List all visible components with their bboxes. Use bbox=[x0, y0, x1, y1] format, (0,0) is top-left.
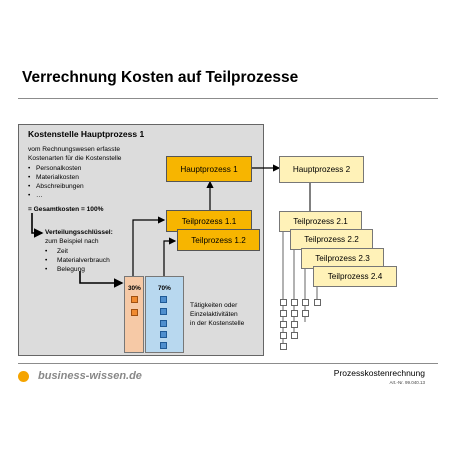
arrow-key-to-column bbox=[79, 271, 124, 288]
arrow-col30-to-tp11 bbox=[132, 216, 166, 276]
key-bullet: • bbox=[45, 248, 48, 255]
cost-type-item: … bbox=[36, 192, 43, 199]
key-bullet: • bbox=[45, 266, 48, 273]
cost-type-item: Materialkosten bbox=[36, 174, 79, 181]
arrow-total-to-key bbox=[31, 213, 44, 238]
panel-title: Kostenstelle Hauptprozess 1 bbox=[28, 129, 145, 139]
process-box-teilprozess-1-2: Teilprozess 1.2 bbox=[177, 229, 260, 251]
activity-square-grey bbox=[280, 321, 287, 328]
activity-square-blue bbox=[160, 320, 167, 327]
process-box-hauptprozess-2: Hauptprozess 2 bbox=[279, 156, 364, 183]
process-box-teilprozess-2-4: Teilprozess 2.4 bbox=[313, 266, 397, 287]
brand-logo-text[interactable]: business-wissen.de bbox=[38, 370, 142, 382]
key-item: Materialverbrauch bbox=[57, 257, 110, 264]
cost-type-bullet: • bbox=[28, 174, 31, 181]
activity-square-blue bbox=[160, 308, 167, 315]
allocation-key-title: Verteilungsschlüssel: bbox=[45, 229, 113, 236]
activities-line-2: Einzelaktivitäten bbox=[190, 311, 238, 318]
activity-square-blue bbox=[160, 296, 167, 303]
share-label-70: 70% bbox=[158, 285, 171, 292]
cost-type-item: Personalkosten bbox=[36, 165, 82, 172]
activity-square-grey bbox=[291, 299, 298, 306]
activity-square-blue bbox=[160, 331, 167, 338]
activity-square-grey bbox=[291, 321, 298, 328]
share-label-30: 30% bbox=[128, 285, 141, 292]
panel-intro-line-1: vom Rechnungswesen erfasste bbox=[28, 146, 120, 153]
activity-square-grey bbox=[291, 310, 298, 317]
process-box-hauptprozess-1: Hauptprozess 1 bbox=[166, 156, 252, 182]
activity-square-orange bbox=[131, 296, 138, 303]
activities-line-1: Tätigkeiten oder bbox=[190, 302, 238, 309]
page-title: Verrechnung Kosten auf Teilprozesse bbox=[22, 69, 299, 86]
process-box-teilprozess-2-2: Teilprozess 2.2 bbox=[290, 229, 373, 250]
cost-type-item: Abschreibungen bbox=[36, 183, 84, 190]
title-divider bbox=[18, 98, 438, 99]
key-bullet: • bbox=[45, 257, 48, 264]
allocation-key-intro: zum Beispiel nach bbox=[45, 238, 99, 245]
footer-divider bbox=[18, 363, 438, 364]
activity-square-grey bbox=[280, 332, 287, 339]
activity-square-grey bbox=[314, 299, 321, 306]
cost-type-bullet: • bbox=[28, 183, 31, 190]
activity-square-blue bbox=[160, 342, 167, 349]
article-number: Art.-Nr. 99.040.13 bbox=[389, 380, 425, 385]
brand-dot-icon bbox=[18, 371, 29, 382]
activity-square-grey bbox=[302, 310, 309, 317]
cost-type-bullet: • bbox=[28, 165, 31, 172]
key-item: Belegung bbox=[57, 266, 85, 273]
activities-line-3: in der Kostenstelle bbox=[190, 320, 245, 327]
activity-square-grey bbox=[302, 299, 309, 306]
arrow-col70-to-tp12 bbox=[163, 237, 177, 276]
activity-square-grey bbox=[291, 332, 298, 339]
key-item: Zeit bbox=[57, 248, 68, 255]
activity-square-grey bbox=[280, 299, 287, 306]
activity-square-grey bbox=[280, 343, 287, 350]
cost-type-bullet: • bbox=[28, 192, 31, 199]
panel-intro-line-2: Kostenarten für die Kostenstelle bbox=[28, 155, 122, 162]
footer-topic: Prozesskostenrechnung bbox=[333, 368, 425, 378]
activity-square-orange bbox=[131, 309, 138, 316]
total-costs-label: = Gesamtkosten = 100% bbox=[28, 206, 104, 213]
activity-square-grey bbox=[280, 310, 287, 317]
